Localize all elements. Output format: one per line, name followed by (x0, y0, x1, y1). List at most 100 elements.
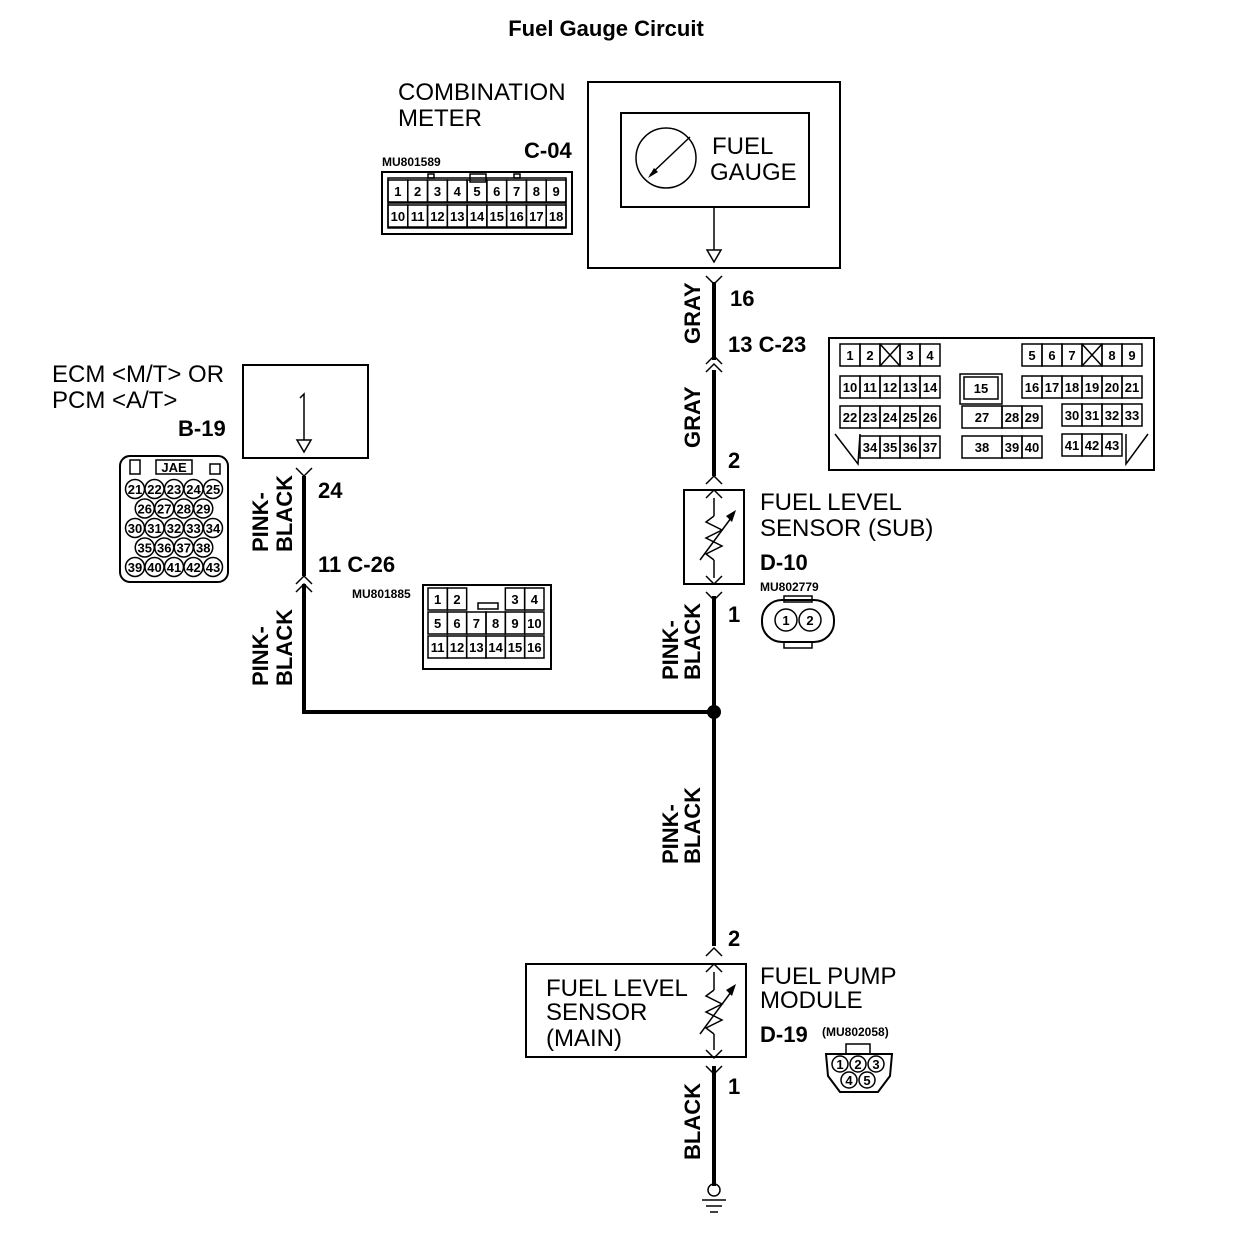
pump-pin-1: 1 (728, 1074, 740, 1099)
wire-color-pink-black-right: PINK- (658, 620, 683, 680)
connector-pin (1121, 375, 1143, 399)
sub-sensor-pin-1: 1 (728, 602, 740, 627)
pin-number: 6 (1048, 348, 1055, 363)
sub-sensor-label: FUEL LEVEL (760, 489, 902, 516)
pin-number: 20 (1105, 380, 1119, 395)
connector-pin (1121, 343, 1143, 367)
connector-pin (202, 556, 224, 578)
connector-pin (919, 343, 941, 367)
diagram-title: Fuel Gauge Circuit (508, 16, 704, 41)
pin-number: 11 (411, 209, 425, 224)
pin-number: 10 (391, 209, 405, 224)
svg-text:1: 1 (782, 613, 789, 628)
pin-number: 41 (167, 560, 181, 575)
pin-number: 8 (1108, 348, 1115, 363)
pin-number: 9 (1128, 348, 1135, 363)
pin-number: 3 (906, 348, 913, 363)
pump-module-label: FUEL PUMP (760, 963, 896, 990)
pin-number: 4 (926, 348, 934, 363)
pin-number: 43 (1105, 438, 1119, 453)
pin-number: 5 (1028, 348, 1035, 363)
pin-number: 14 (470, 209, 485, 224)
ecm-pin-24: 24 (318, 478, 343, 503)
pin-number: 3 (434, 184, 441, 199)
pin-number: 36 (157, 541, 171, 556)
pin-label-c26: 11 C-26 (318, 552, 395, 577)
pin-number: 21 (1125, 380, 1139, 395)
main-sensor-label: FUEL LEVEL (546, 975, 688, 1002)
ecm-label-2: PCM <A/T> (52, 387, 177, 414)
wire-color-pink-black-lower: PINK- (658, 804, 683, 864)
connector-pin (193, 537, 214, 558)
pin-number: 37 (177, 541, 191, 556)
pin-label-c23: 13 C-23 (728, 332, 806, 357)
pin-number: 23 (167, 482, 181, 497)
pin-number: 40 (1025, 440, 1039, 455)
combination-meter-label: COMBINATION (398, 79, 566, 106)
pin-number: 13 (903, 380, 917, 395)
pin-number: 22 (843, 410, 857, 425)
connector-pin (963, 376, 999, 400)
pin-number: 17 (1045, 380, 1059, 395)
pin-number: 23 (863, 410, 877, 425)
pin-number: 42 (186, 560, 200, 575)
pin-number: 12 (883, 380, 897, 395)
pin-number: 27 (157, 502, 171, 517)
part-number-c26: MU801885 (352, 587, 411, 601)
connector-id-c04: C-04 (524, 138, 572, 163)
connector-pin (523, 611, 545, 635)
pin-number: 7 (473, 616, 480, 631)
pin-number: 29 (1025, 410, 1039, 425)
pin-number: 19 (1085, 380, 1099, 395)
pin-number: 28 (1005, 410, 1019, 425)
ecm-wire (295, 467, 721, 719)
pin-number: 18 (549, 209, 563, 224)
svg-text:3: 3 (872, 1057, 879, 1072)
pin-number: 18 (1065, 380, 1079, 395)
connector-pin (919, 405, 941, 429)
connector-pin (545, 179, 567, 203)
svg-text:2: 2 (806, 613, 813, 628)
pin-number: 21 (128, 482, 142, 497)
pin-number: 17 (529, 209, 543, 224)
main-sensor-label-3: (MAIN) (546, 1025, 622, 1052)
pin-number: 24 (883, 410, 898, 425)
pin-number: 1 (394, 184, 401, 199)
pin-number: 40 (147, 560, 161, 575)
connector-brand-jae: JAE (161, 460, 187, 475)
connector-id-d10: D-10 (760, 550, 808, 575)
fuel-pump-module: 2 1 FUEL LEVEL SENSOR (MAIN) FUEL PUMP M… (525, 926, 896, 1099)
wire-color-gray-bottom: GRAY (680, 386, 705, 448)
pin-number: 25 (206, 482, 220, 497)
pin-number: 1 (434, 592, 441, 607)
wire-color-pink-black-right-2: BLACK (680, 603, 705, 680)
pin-number: 10 (527, 616, 541, 631)
connector-pin (1021, 405, 1043, 429)
pin-number: 5 (434, 616, 441, 631)
pin-number: 8 (492, 616, 499, 631)
pin-number: 12 (450, 640, 464, 655)
pin-number: 31 (1085, 408, 1099, 423)
pin-number: 25 (903, 410, 917, 425)
pin-number: 32 (1105, 408, 1119, 423)
connector-pin (193, 498, 214, 519)
connector-pin (545, 204, 567, 228)
pin-number: 35 (138, 541, 152, 556)
pin-number: 32 (167, 521, 181, 536)
connector-pin (1101, 433, 1123, 457)
pin-number: 31 (147, 521, 161, 536)
pin-number: 6 (453, 616, 460, 631)
pin-number: 14 (923, 380, 938, 395)
wire-color-pink-black-left: PINK- (248, 626, 273, 686)
fuel-gauge-box (620, 112, 810, 208)
connector-d10-face: 1 2 (761, 595, 835, 649)
connector-id-d19: D-19 (760, 1022, 808, 1047)
pin-number: 2 (866, 348, 873, 363)
part-number-d10: MU802779 (760, 580, 819, 594)
wire-color-pink-black-ecm: PINK- (248, 492, 273, 552)
connector-pin (919, 375, 941, 399)
